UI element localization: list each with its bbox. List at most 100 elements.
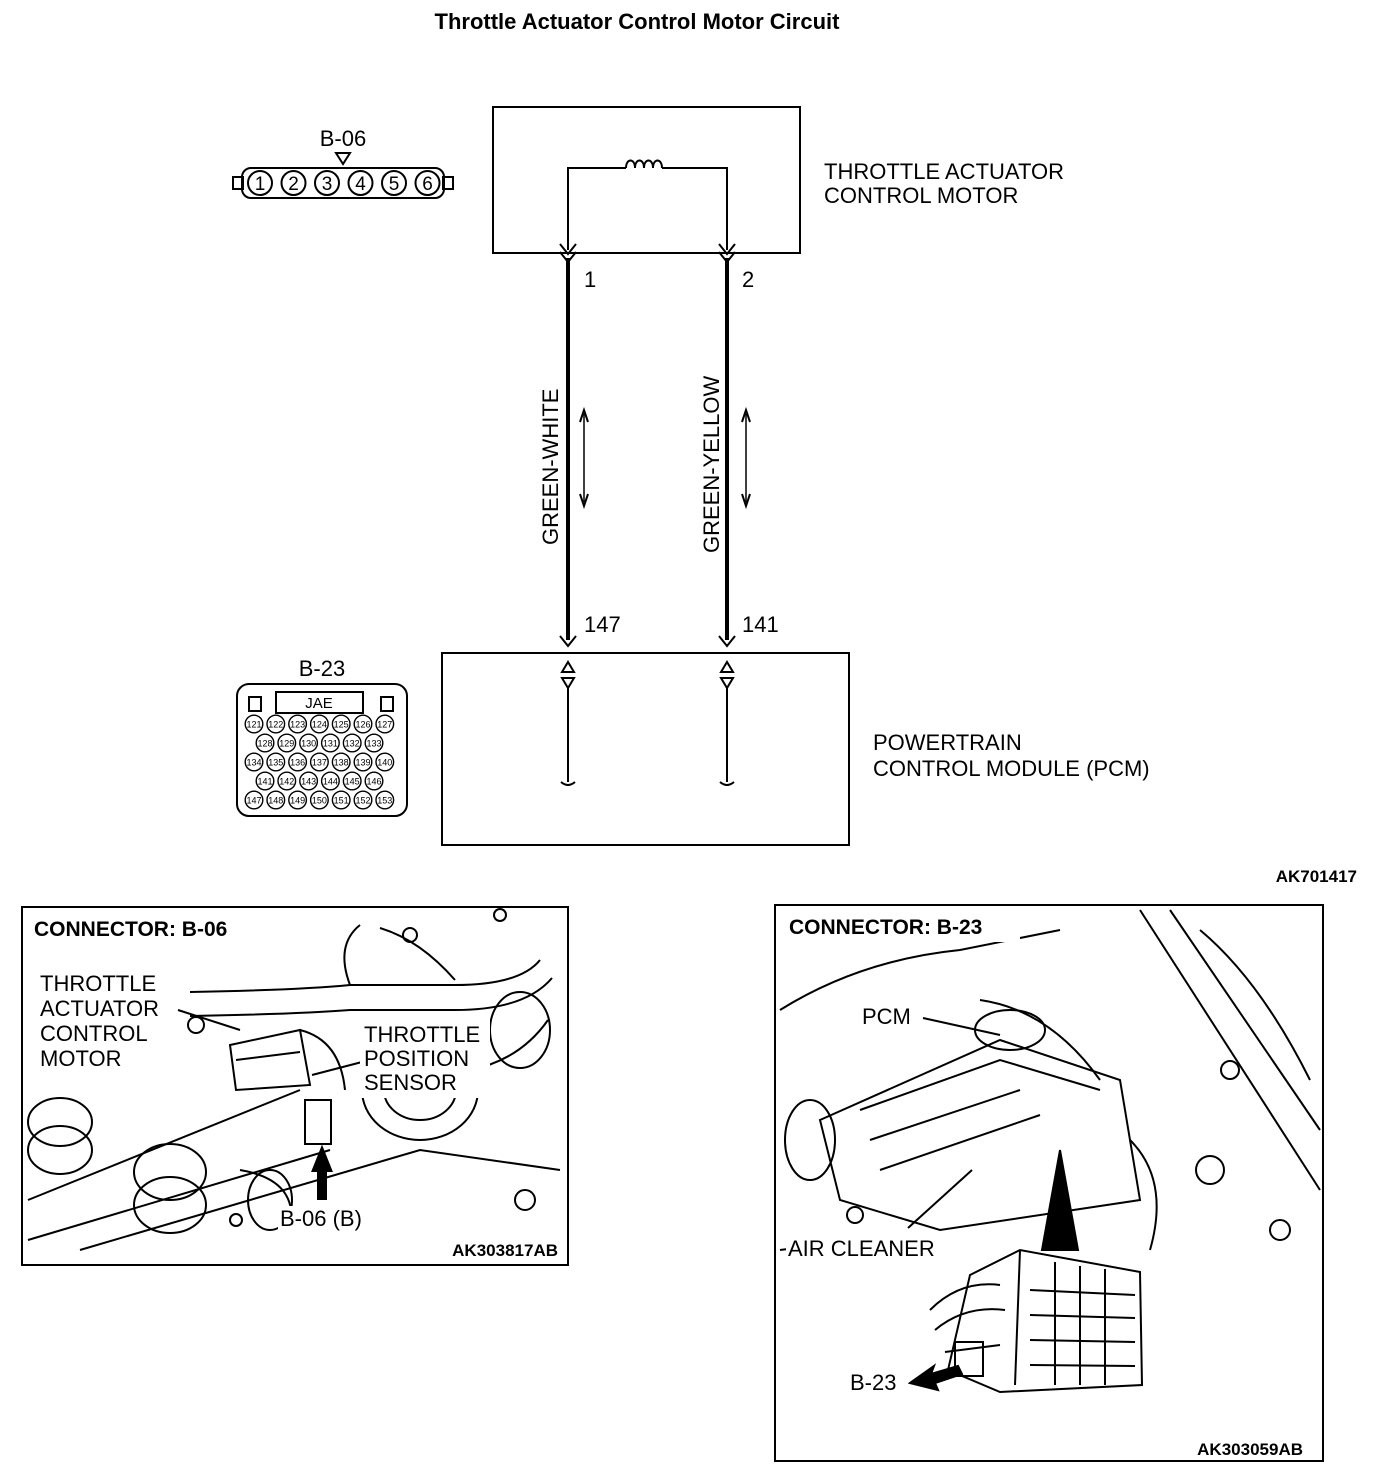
connector-pin-label: 143	[301, 777, 316, 787]
connector-pin-label: 121	[246, 720, 261, 730]
engine-bay-illustration	[779, 909, 1321, 1251]
photo-b06-code: AK303817AB	[452, 1241, 558, 1260]
connector-pin-label: 140	[377, 758, 392, 768]
callout-motor-line3: CONTROL	[40, 1021, 148, 1046]
connector-pin-label: 123	[290, 720, 305, 730]
connector-pin	[280, 170, 307, 196]
connector-pin-label: 144	[323, 777, 338, 787]
pointer-triangle-icon	[1040, 1149, 1080, 1251]
leader-line	[907, 1169, 973, 1229]
connector-pin-label: 129	[279, 739, 294, 749]
connector-pin-label: 124	[312, 720, 327, 730]
terminal-arrow-icon	[559, 243, 577, 256]
connector-b06-housing	[241, 167, 445, 199]
connector-b23-key-right	[380, 696, 394, 712]
connector-pin	[266, 790, 286, 810]
connector-b06-label: B-06	[320, 126, 366, 151]
motor-box	[492, 106, 801, 254]
connector-pin	[244, 752, 264, 772]
connector-pin-label: 134	[246, 758, 261, 768]
connector-pin-label: 142	[279, 777, 294, 787]
connector-pin-label: 145	[345, 777, 360, 787]
connector-pin-label: 151	[334, 796, 349, 806]
connector-pin-label: 2	[288, 174, 299, 195]
connector-pin	[347, 170, 374, 196]
connector-pin-label: 127	[377, 720, 392, 730]
connector-pin	[381, 170, 407, 196]
photo-panel-b23-frame	[774, 904, 1324, 1462]
callout-backdrop	[278, 1206, 374, 1232]
connector-pin	[288, 714, 308, 734]
connector-pin-label: 5	[389, 174, 400, 195]
connector-pin	[277, 771, 297, 791]
connector-pin	[331, 752, 351, 772]
connector-pin-label: 135	[268, 758, 283, 768]
connector-pin	[353, 790, 373, 810]
connector-pin-label: 148	[268, 796, 283, 806]
connector-pin	[414, 170, 441, 196]
pcm-internal-terminal-141	[719, 660, 735, 786]
photo-panel-b06: CONNECTOR: B-06 THROTTLE ACTUATOR CONTRO…	[21, 906, 569, 1266]
caption-backdrop	[785, 912, 1020, 942]
callout-pcm: PCM	[862, 1004, 911, 1029]
connector-pin-label: 126	[355, 720, 370, 730]
connector-pin	[375, 714, 395, 734]
terminal-arrow-icon	[718, 243, 736, 256]
motor-pin-2-label: 2	[742, 267, 754, 292]
callout-motor-line4: MOTOR	[40, 1046, 121, 1071]
connector-b23-tag-box	[275, 691, 364, 714]
connector-pin-label: 128	[257, 739, 272, 749]
callout-sensor-line1: THROTTLE	[364, 1022, 480, 1047]
photo-panel-b23: CONNECTOR: B-23 PCM AIR CLEANER B-23 AK3…	[774, 904, 1324, 1462]
callout-motor-line1: THROTTLE	[40, 971, 156, 996]
connector-pin-label: 150	[312, 796, 327, 806]
pcm-name-line2: CONTROL MODULE (PCM)	[873, 756, 1150, 781]
connector-pin-label: 146	[366, 777, 381, 787]
connector-pin	[331, 714, 351, 734]
wire-color-label-left: GREEN-WHITE	[538, 389, 563, 545]
pcm-box	[441, 652, 850, 846]
motor-name-line2: CONTROL MOTOR	[824, 183, 1018, 208]
connector-pin	[288, 790, 308, 810]
motor-internal-wire-right	[662, 167, 728, 250]
caption-backdrop	[30, 914, 262, 944]
connector-pin-label: 4	[355, 174, 366, 195]
connector-pin-label: 153	[377, 796, 392, 806]
connector-pin	[353, 714, 373, 734]
callout-backdrop	[786, 1236, 958, 1262]
connector-pin	[288, 752, 308, 772]
pcm-pin-141-label: 141	[742, 612, 779, 637]
connector-pin	[353, 752, 373, 772]
connector-pin-label: 125	[334, 720, 349, 730]
caption-backdrop	[440, 1238, 564, 1262]
motor-internal-wire-left	[567, 167, 626, 250]
diagram-title: Throttle Actuator Control Motor Circuit	[435, 9, 841, 34]
connector-pin-label: 1	[255, 174, 266, 195]
connector-b23-label: B-23	[299, 656, 345, 681]
callout-motor-line2: ACTUATOR	[40, 996, 159, 1021]
connector-pin	[342, 733, 362, 753]
connector-pin	[375, 752, 395, 772]
callout-backdrop	[846, 1369, 908, 1395]
photo-b06-caption: CONNECTOR: B-06	[34, 918, 227, 941]
wire-color-label-right: GREEN-YELLOW	[699, 376, 724, 553]
connector-lock-marker-icon	[334, 152, 352, 166]
connector-pin-label: 152	[355, 796, 370, 806]
motor-name-line1: THROTTLE ACTUATOR	[824, 159, 1064, 184]
connector-pin	[244, 790, 264, 810]
connector-pin	[266, 752, 286, 772]
callout-air-cleaner: AIR CLEANER	[788, 1236, 935, 1261]
connector-pin	[309, 714, 329, 734]
photo-panel-b06-frame	[21, 906, 569, 1266]
pointer-arrow-icon	[311, 1144, 333, 1200]
connector-pin	[299, 733, 319, 753]
photo-b23-code: AK303059AB	[1197, 1440, 1303, 1459]
connector-pin-label: 133	[366, 739, 381, 749]
connector-pin	[255, 771, 275, 791]
connector-pin-label: 3	[322, 174, 333, 195]
